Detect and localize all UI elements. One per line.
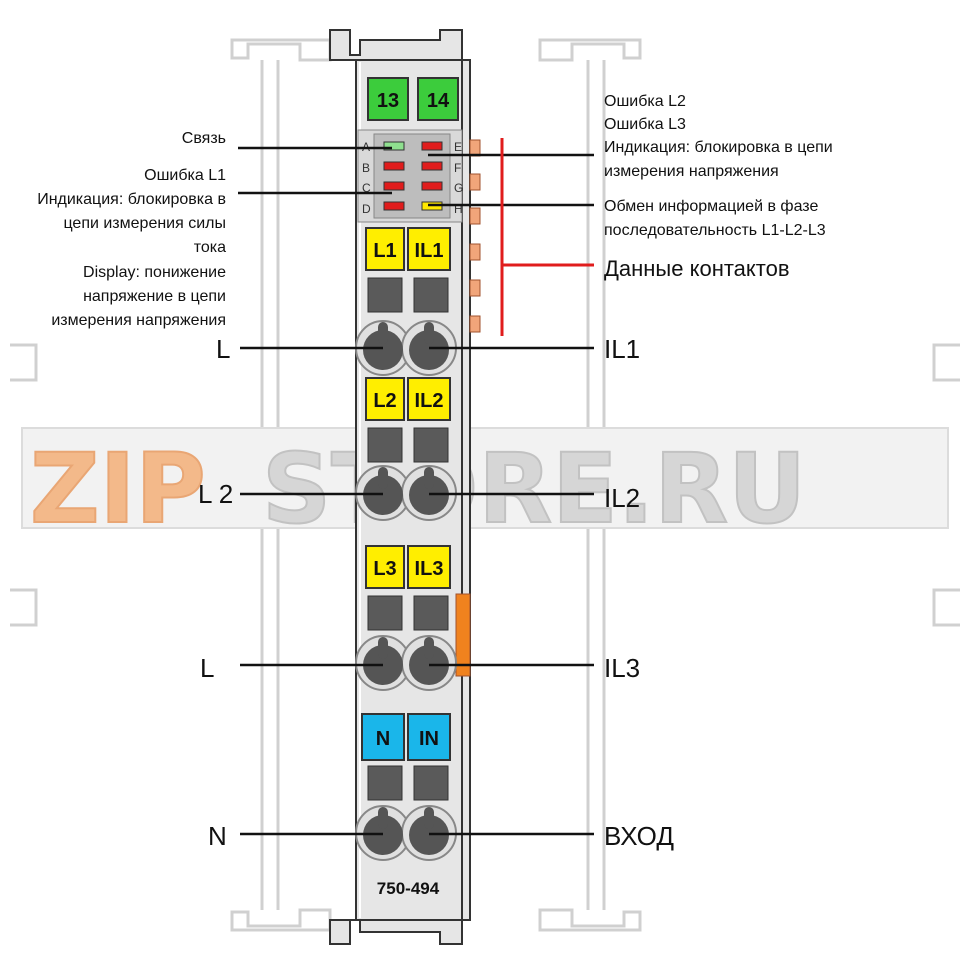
led-letter-g: G	[454, 181, 463, 195]
push-button-2a	[367, 427, 403, 463]
led-g	[421, 181, 443, 191]
wire-left-2: L 2	[198, 479, 233, 509]
wire-labels: L L 2 L N IL1 IL2 IL3 ВХОД	[198, 334, 674, 851]
label-exch-2: последовательность L1-L2-L3	[604, 222, 826, 239]
terminal-l3-label: L3	[373, 558, 396, 580]
led-letter-h: H	[454, 202, 463, 216]
orange-lever	[455, 593, 471, 677]
led-letter-c: C	[362, 181, 371, 195]
wire-right-1: IL1	[604, 334, 640, 364]
leader-lines	[238, 146, 594, 836]
terminal-14	[417, 77, 459, 121]
terminal-13-label: 13	[377, 90, 399, 112]
terminal-l1-label: L1	[373, 240, 396, 262]
push-button-4b	[413, 765, 449, 801]
label-display-1: Display: понижение	[83, 264, 226, 281]
push-button-1a	[367, 277, 403, 313]
wire-right-4: ВХОД	[604, 821, 674, 851]
led-letter-b: B	[362, 161, 370, 175]
left-annotations: Связь Ошибка L1 Индикация: блокировка в …	[37, 130, 226, 329]
label-ind-block-1: Индикация: блокировка в	[37, 191, 226, 208]
terminal-in-label: IN	[419, 728, 439, 750]
watermark-part1: ZIP	[30, 433, 206, 545]
terminal-il3-label: IL3	[415, 558, 444, 580]
led-b	[383, 161, 405, 171]
wire-right-3: IL3	[604, 653, 640, 683]
watermark: ZIP STORE.RU	[21, 427, 949, 546]
terminal-13	[367, 77, 409, 121]
push-button-2b	[413, 427, 449, 463]
wire-left-1: L	[216, 334, 230, 364]
label-ind-1: Индикация: блокировка в цепи	[604, 139, 833, 156]
terminal-il1-label: IL1	[415, 240, 444, 262]
wire-right-2: IL2	[604, 483, 640, 513]
side-contacts	[469, 139, 481, 333]
clamp-1b	[409, 330, 449, 370]
wire-left-3: L	[200, 653, 214, 683]
led-letter-e: E	[454, 140, 462, 154]
led-a	[383, 141, 405, 151]
led-c	[383, 181, 405, 191]
label-svyaz: Связь	[182, 130, 226, 147]
led-letter-f: F	[454, 161, 461, 175]
label-contacts: Данные контактов	[604, 256, 790, 281]
led-f	[421, 161, 443, 171]
push-button-3b	[413, 595, 449, 631]
push-button-3a	[367, 595, 403, 631]
led-e	[421, 141, 443, 151]
label-err-l2: Ошибка L2	[604, 93, 686, 110]
label-display-2: напряжение в цепи	[83, 288, 226, 305]
top-terminals: 13 14	[367, 77, 459, 121]
push-button-4a	[367, 765, 403, 801]
terminal-n-label: N	[376, 728, 390, 750]
label-display-3: измерения напряжения	[51, 312, 226, 329]
label-err-l3: Ошибка L3	[604, 116, 686, 133]
terminal-14-label: 14	[427, 90, 450, 112]
watermark-part2: STORE.RU	[262, 433, 806, 545]
right-annotations: Ошибка L2 Ошибка L3 Индикация: блокировк…	[604, 93, 833, 281]
led-letter-d: D	[362, 202, 371, 216]
terminal-group-3: L3 IL3	[355, 545, 457, 691]
terminal-il2-label: IL2	[415, 390, 444, 412]
led-d	[383, 201, 405, 211]
label-ind-2: измерения напряжения	[604, 163, 779, 180]
label-exch-1: Обмен информацией в фазе	[604, 198, 818, 215]
terminal-l2-label: L2	[373, 390, 396, 412]
contacts-bracket	[500, 138, 594, 336]
label-err-l1: Ошибка L1	[144, 167, 226, 184]
clamp-1a	[363, 330, 403, 370]
label-ind-block-2: цепи измерения силы	[63, 215, 226, 232]
led-panel: A B C D E F G H	[357, 129, 463, 223]
model-number: 750-494	[377, 879, 440, 898]
label-ind-block-3: тока	[194, 239, 226, 256]
wire-left-4: N	[208, 821, 227, 851]
push-button-1b	[413, 277, 449, 313]
